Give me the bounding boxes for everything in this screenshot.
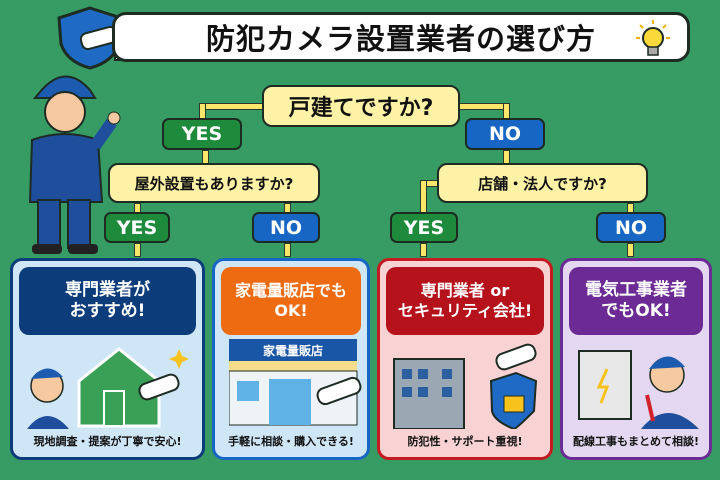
result-card-security-company: 専門業者 or セキュリティ会社! 防犯性・サポート重視! xyxy=(377,258,553,460)
result-card-specialist: 専門業者が おすすめ! 現地調査・提案が丁寧で安心! xyxy=(10,258,205,460)
card-footer: 現地調査・提案が丁寧で安心! xyxy=(33,435,182,448)
card-heading: 家電量販店でも OK! xyxy=(221,267,361,335)
house-camera-illustration xyxy=(27,347,189,429)
question-detached-house: 戸建てですか? xyxy=(262,85,460,127)
electrician-panel-illustration xyxy=(578,350,699,429)
result-card-electrician: 電気工事業者 でもOK! 配線工事もまとめて相談! xyxy=(560,258,712,460)
card-heading: 専門業者が おすすめ! xyxy=(19,267,196,335)
q1-no-label: NO xyxy=(465,118,545,150)
page-title: 防犯カメラ設置業者の選び方 xyxy=(112,12,690,62)
building-lock-illustration xyxy=(393,343,538,429)
q1-yes-label: YES xyxy=(162,118,242,150)
result-card-electronics-store: 家電量販店でも OK! 家電量販店 手軽に相談・購入できる! xyxy=(212,258,370,460)
lightbulb-icon xyxy=(636,20,670,56)
store-camera-illustration xyxy=(229,361,362,426)
card-footer: 配線工事もまとめて相談! xyxy=(572,435,700,448)
card-heading: 専門業者 or セキュリティ会社! xyxy=(386,267,544,335)
q3-no-label: NO xyxy=(596,212,666,243)
question-store-corporate: 店舗・法人ですか? xyxy=(437,163,648,203)
store-sign: 家電量販店 xyxy=(229,339,357,361)
card-footer: 防犯性・サポート重視! xyxy=(407,435,523,448)
worker-pointing-illustration xyxy=(28,75,121,254)
q3-yes-label: YES xyxy=(390,212,458,243)
q2-yes-label: YES xyxy=(104,212,170,243)
shield-camera-icon xyxy=(57,6,126,70)
card-heading: 電気工事業者 でもOK! xyxy=(569,267,703,335)
card-footer: 手軽に相談・購入できる! xyxy=(228,435,354,448)
question-outdoor-install: 屋外設置もありますか? xyxy=(108,163,320,203)
q2-no-label: NO xyxy=(252,212,320,243)
